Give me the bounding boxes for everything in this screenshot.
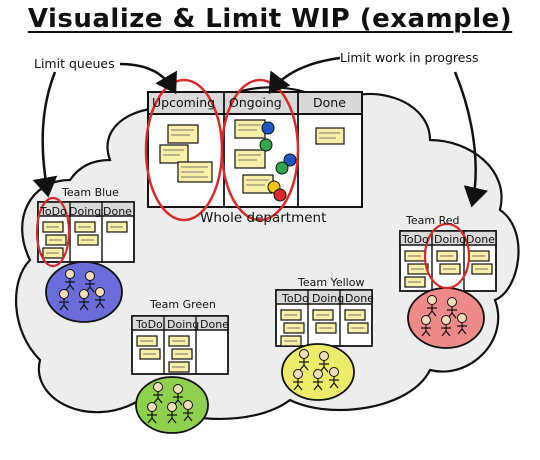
team-blue-column-todo: ToDo	[40, 205, 67, 218]
sticky-note	[280, 309, 302, 321]
team-yellow-column-done: Done	[345, 292, 374, 305]
department-label: Whole department	[200, 210, 327, 226]
sticky-note	[42, 221, 64, 233]
marker-dot	[275, 161, 289, 175]
sticky-note	[468, 250, 490, 262]
team-red-column-doing: Doing	[434, 233, 467, 246]
sticky-note	[139, 348, 161, 360]
department-column-done: Done	[313, 95, 346, 110]
department-column-ongoing: Ongoing	[229, 95, 282, 110]
team-red-doing-highlight	[423, 222, 471, 290]
department-column-upcoming: Upcoming	[152, 95, 216, 110]
team-green-column-done: Done	[200, 318, 229, 331]
sticky-note	[167, 124, 199, 144]
sticky-note	[42, 247, 64, 259]
arrow-to-team-red	[453, 71, 489, 208]
department-sticky-notes	[159, 119, 345, 194]
team-red-members	[407, 287, 485, 349]
team-red-column-done: Done	[466, 233, 495, 246]
sticky-note	[74, 221, 96, 233]
department-colored-markers	[259, 121, 297, 202]
sticky-note	[347, 322, 369, 334]
marker-dot	[261, 121, 275, 135]
team-green-members	[135, 376, 209, 434]
team-yellow-name: Team Yellow	[298, 276, 365, 289]
sticky-note	[315, 322, 337, 334]
sticky-note	[280, 335, 302, 347]
sticky-note	[234, 149, 266, 169]
limit-wip-label: Limit work in progress	[340, 50, 479, 65]
sticky-note	[171, 348, 193, 360]
sticky-note	[436, 250, 458, 262]
team-red-column-todo: ToDo	[402, 233, 429, 246]
sticky-note	[168, 361, 190, 373]
sticky-note	[315, 127, 345, 145]
arrow-to-upcoming	[119, 62, 177, 95]
team-green-column-todo: ToDo	[136, 318, 163, 331]
team-green-name: Team Green	[150, 298, 216, 311]
sticky-note	[45, 234, 67, 246]
sticky-note	[312, 309, 334, 321]
marker-dot	[283, 153, 297, 167]
limit-queues-label: Limit queues	[34, 56, 115, 71]
team-blue-column-doing: Doing	[69, 205, 102, 218]
team-green-column-doing: Doing	[167, 318, 200, 331]
page-title: Visualize & Limit WIP (example)	[27, 4, 513, 34]
sticky-note	[234, 119, 266, 139]
team-yellow-members	[281, 343, 355, 401]
sticky-note	[77, 234, 99, 246]
sticky-note	[159, 144, 189, 164]
sticky-note	[283, 322, 305, 334]
marker-dot	[273, 188, 287, 202]
team-blue-column-done: Done	[103, 205, 132, 218]
sticky-note	[404, 276, 426, 288]
team-boards	[37, 201, 497, 375]
sticky-note	[106, 221, 128, 233]
team-blue-members	[45, 261, 123, 323]
team-blue-todo-highlight	[35, 196, 71, 268]
wip-highlight-ellipse	[220, 78, 300, 222]
sticky-note	[344, 309, 366, 321]
team-groups	[45, 261, 485, 434]
team-blue-name: Team Blue	[62, 186, 119, 199]
sticky-note	[404, 250, 426, 262]
team-yellow-column-todo: ToDo	[282, 292, 309, 305]
sticky-note	[168, 335, 190, 347]
sticky-note	[439, 263, 461, 275]
sticky-note	[471, 263, 493, 275]
team-yellow-column-doing: Doing	[312, 292, 345, 305]
sticky-note	[177, 161, 213, 183]
arrow-to-ongoing	[268, 56, 341, 94]
team-red-name: Team Red	[406, 214, 460, 227]
sticky-note	[407, 263, 429, 275]
arrow-to-team-blue	[32, 71, 58, 198]
sticky-note	[136, 335, 158, 347]
marker-dot	[259, 138, 273, 152]
